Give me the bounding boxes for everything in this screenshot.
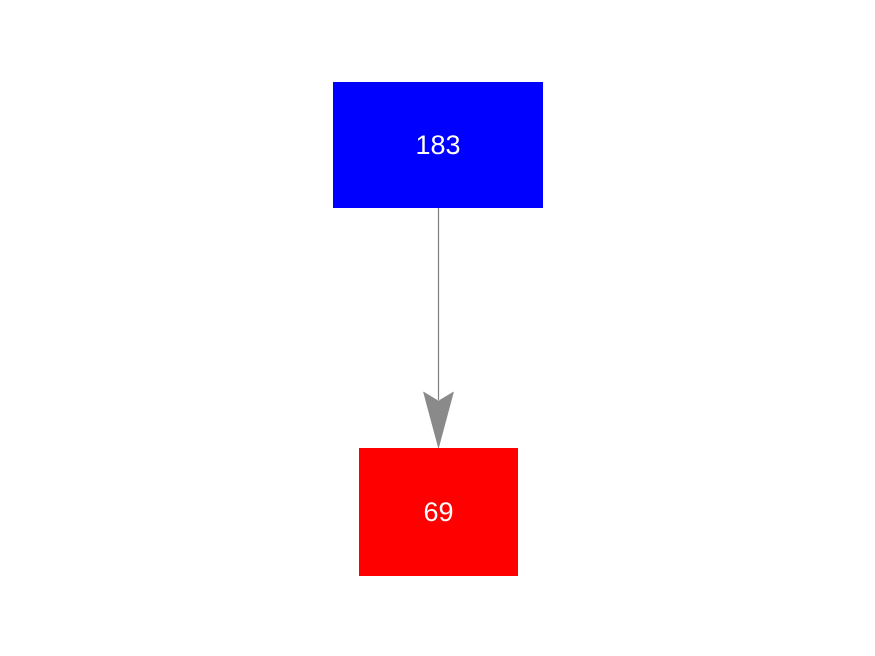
graph-node-child[interactable]: 69 <box>359 448 518 576</box>
edge-root-to-child[interactable] <box>423 208 454 449</box>
graph-node-root[interactable]: 183 <box>333 82 543 208</box>
graph-node-child-label: 69 <box>423 496 454 527</box>
graph-node-root-label: 183 <box>415 129 461 160</box>
edge-arrowhead-icon <box>423 391 454 449</box>
